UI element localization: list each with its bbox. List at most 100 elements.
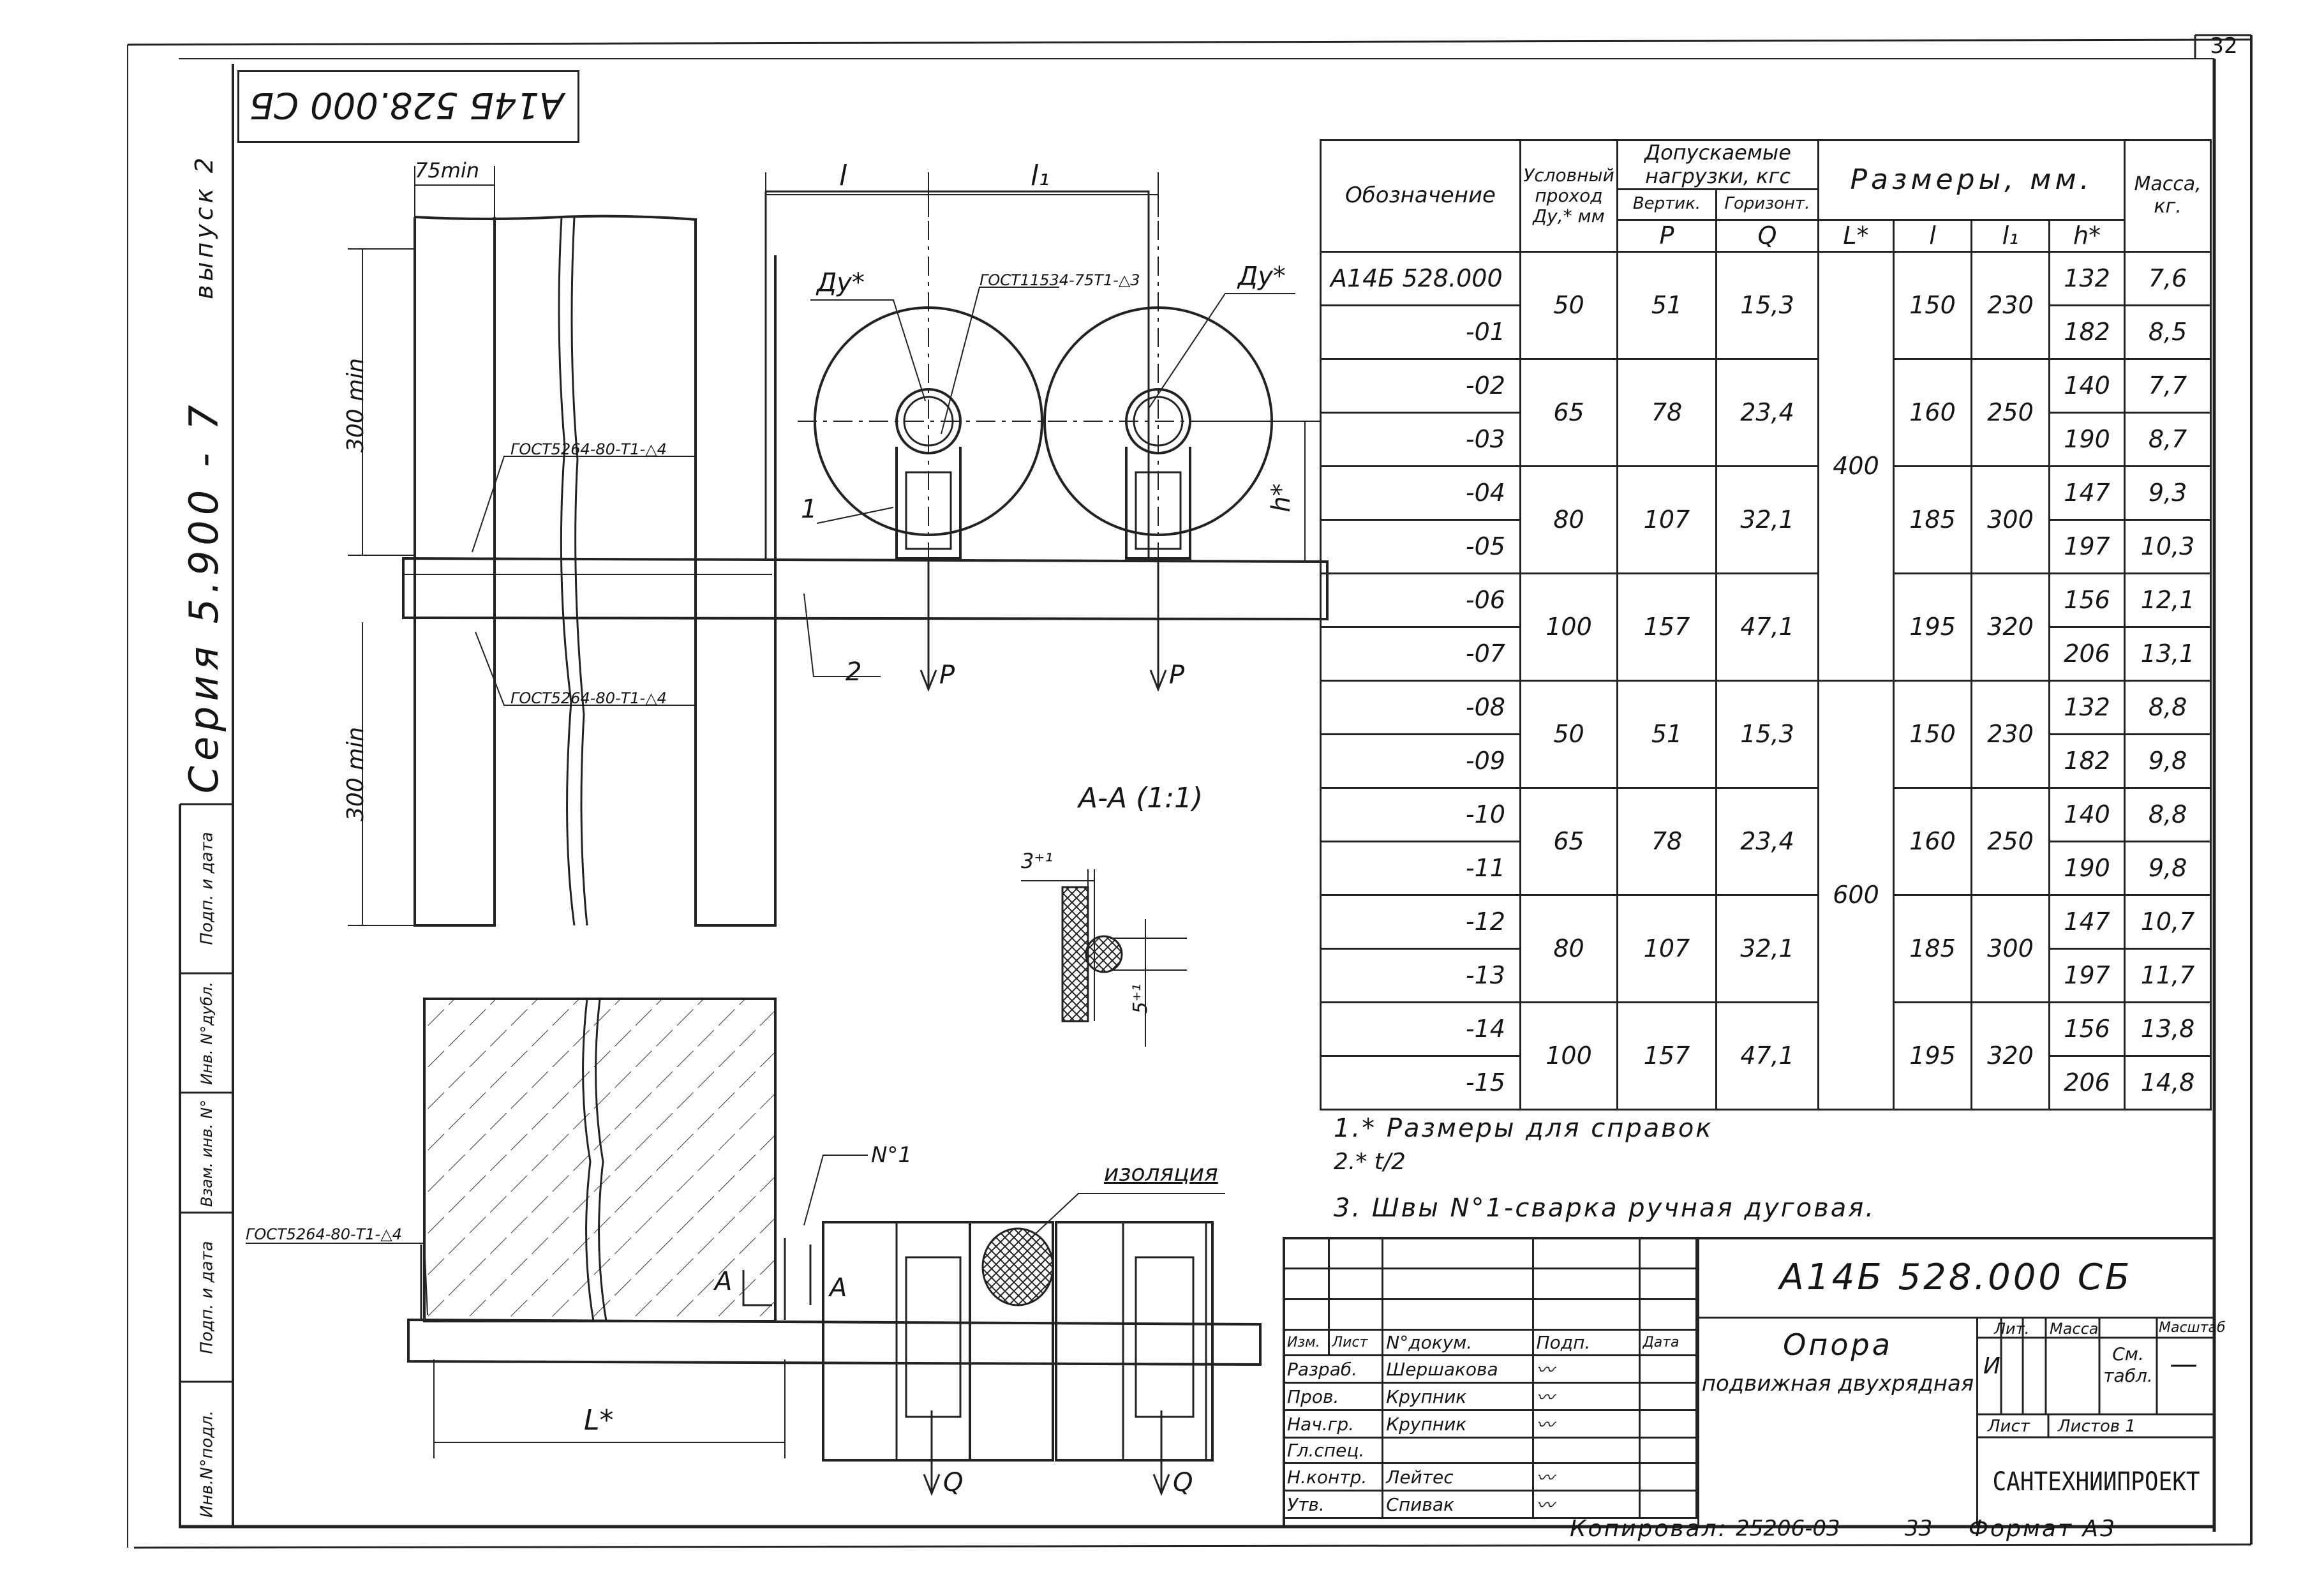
load-q-right: Q [1173, 1468, 1193, 1497]
mass-cell: 8,8 [2124, 786, 2212, 842]
table-row: -05 197 10,3 [1320, 518, 2212, 574]
dim-5: 5⁺¹ [1129, 983, 1152, 1014]
p-cell: 157 [1616, 572, 1717, 682]
section-mark-a-left: А [715, 1267, 733, 1296]
header-loads: Допускаемые нагрузки, кгс [1616, 139, 1820, 190]
table-row: -13 197 11,7 [1320, 947, 2212, 1003]
h-cell: 197 [2048, 518, 2126, 574]
sheets-label: Листов 1 [2058, 1417, 2136, 1436]
table-row: -02 65 78 23,4 160 250 140 7,7 [1320, 357, 2212, 467]
l-cell: 185 [1893, 894, 1973, 1003]
load-q-left: Q [943, 1468, 964, 1497]
q-cell: 47,1 [1715, 1001, 1820, 1111]
p-cell: 51 [1616, 679, 1717, 789]
lit-label: Лит. [1994, 1320, 2030, 1338]
table-row: -08 50 51 15,3 600 150 230 132 8,8 [1320, 679, 2212, 1111]
h-cell: 132 [2048, 679, 2126, 735]
dim-L: L* [584, 1404, 614, 1437]
table-row: -07 206 13,1 [1320, 625, 2212, 682]
designation-cell: -08 [1320, 679, 1521, 735]
title-line-1: Опора [1783, 1328, 1893, 1362]
L-cell: 600 [1817, 679, 1895, 1111]
note-3: 3. Швы N°1-сварка ручная дуговая. [1334, 1193, 1875, 1223]
signature-row: Утв. Спивак 〰 [1282, 1490, 1698, 1519]
organization: САНТЕХНИИПРОЕКТ [1992, 1467, 2200, 1497]
q-cell: 32,1 [1715, 894, 1820, 1003]
mass-cell: 9,8 [2124, 733, 2212, 789]
name-cell: Шершакова [1382, 1354, 1534, 1384]
mass-cell: 10,3 [2124, 518, 2212, 574]
l1-cell: 230 [1970, 250, 2051, 360]
designation-cell: -07 [1320, 625, 1521, 682]
q-cell: 47,1 [1715, 572, 1820, 682]
h-cell: 206 [2048, 1054, 2126, 1111]
footer-order: 25206-03 [1736, 1516, 1840, 1541]
designation-cell: -01 [1320, 304, 1521, 360]
label-weld-no1: N°1 [871, 1142, 912, 1168]
p-cell: 157 [1616, 1001, 1717, 1111]
role-cell: Утв. [1282, 1490, 1384, 1519]
mass-cell: 9,3 [2124, 465, 2212, 521]
weld-gost-label-3: ГОСТ5264-80-Т1-△4 [246, 1225, 402, 1243]
footer-copied: Копировал: [1570, 1516, 1728, 1542]
l-cell: 160 [1893, 786, 1973, 896]
mass-cell: 8,5 [2124, 304, 2212, 360]
col-doc: N°докум. [1382, 1329, 1534, 1356]
l-cell: 150 [1893, 250, 1973, 360]
dy-cell: 100 [1519, 1001, 1618, 1111]
name-cell: Крупник [1382, 1382, 1534, 1411]
q-cell: 15,3 [1715, 679, 1820, 789]
table-row: -10 65 78 23,4 160 250 140 8,8 [1320, 786, 2212, 896]
signature-row: Нач.гр. Крупник 〰 [1282, 1409, 1698, 1439]
role-cell: Гл.спец. [1282, 1437, 1384, 1464]
header-p: P [1616, 218, 1717, 253]
l-cell: 185 [1893, 465, 1973, 574]
table-row: -01 182 8,5 [1320, 304, 2212, 360]
dy-cell: 50 [1519, 679, 1618, 789]
designation-cell: -09 [1320, 733, 1521, 789]
table-row: -15 206 14,8 [1320, 1054, 2212, 1111]
dy-cell: 50 [1519, 250, 1618, 360]
h-cell: 182 [2048, 733, 2126, 789]
signature-row: Разраб. Шершакова 〰 [1282, 1354, 1698, 1384]
mass-cell: 12,1 [2124, 572, 2212, 628]
l1-cell: 300 [1970, 465, 2051, 574]
signature-table: Изм. Лист N°докум. Подп. Дата Разраб. Ше… [1282, 1237, 1698, 1519]
header-l1: l₁ [1970, 218, 2051, 253]
l1-cell: 250 [1970, 786, 2051, 896]
note-1: 1.* Размеры для справок [1334, 1114, 1713, 1143]
mass-cell: 9,8 [2124, 840, 2212, 896]
col-sign: Подп. [1531, 1329, 1641, 1356]
mass-cell: 14,8 [2124, 1054, 2212, 1111]
designation-cell: -14 [1320, 1001, 1521, 1057]
dy-cell: 65 [1519, 357, 1618, 467]
header-L: L* [1817, 218, 1895, 253]
mirrored-code-box [237, 70, 579, 143]
q-cell: 23,4 [1715, 357, 1820, 467]
load-p-left: P [939, 661, 955, 690]
role-cell: Разраб. [1282, 1354, 1384, 1384]
mass-cell: 13,8 [2124, 1001, 2212, 1057]
designation-cell: А14Б 528.000 [1320, 250, 1521, 306]
designation-cell: -03 [1320, 411, 1521, 467]
p-cell: 107 [1616, 894, 1717, 1003]
l-cell: 150 [1893, 679, 1973, 789]
section-title: А-А (1:1) [1078, 782, 1203, 814]
dim-3: 3⁺¹ [1021, 849, 1054, 873]
dy-cell: 80 [1519, 465, 1618, 574]
weld-gost-pipe-label: ГОСТ11534-75Т1-△3 [980, 271, 1140, 289]
h-cell: 132 [2048, 250, 2126, 306]
l1-cell: 250 [1970, 357, 2051, 467]
mass-cell: 8,8 [2124, 679, 2212, 735]
load-p-right: P [1169, 661, 1185, 690]
designation-cell: -06 [1320, 572, 1521, 628]
p-cell: 107 [1616, 465, 1717, 574]
L-cell: 400 [1817, 250, 1895, 682]
dim-l: l [839, 160, 847, 192]
signature-cell: 〰 [1531, 1490, 1641, 1519]
signature-cell: 〰 [1531, 1354, 1641, 1384]
name-cell: Спивак [1382, 1490, 1534, 1519]
scale-value: — [2170, 1348, 2198, 1380]
mass-cell: 10,7 [2124, 894, 2212, 950]
